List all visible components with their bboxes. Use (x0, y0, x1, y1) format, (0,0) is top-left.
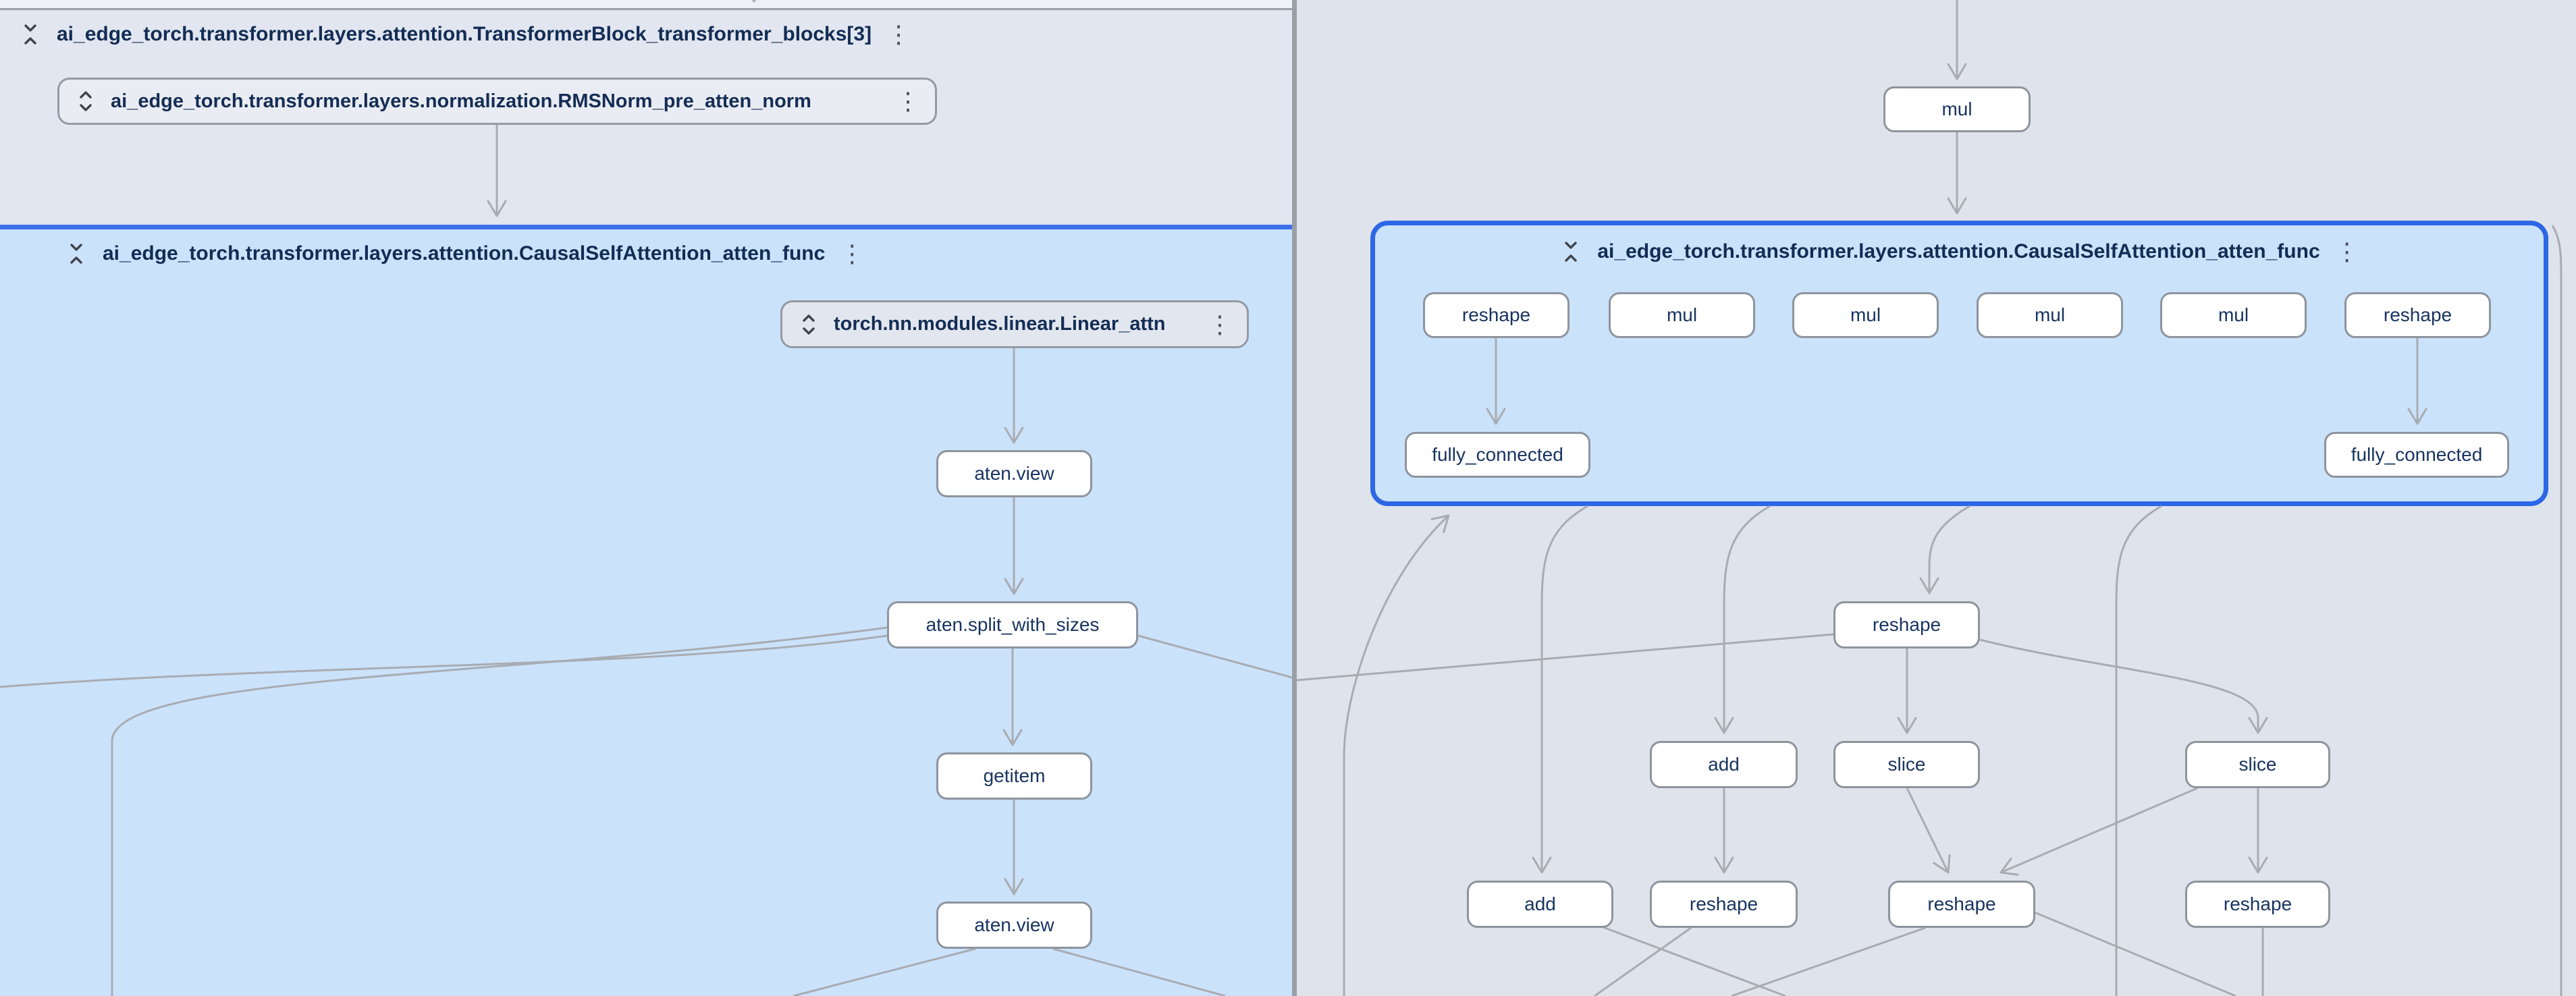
op-node-getitem[interactable]: getitem (936, 752, 1092, 800)
op-node-slice[interactable]: slice (1833, 741, 1980, 788)
expand-layer-icon[interactable] (797, 313, 820, 336)
pane-divider[interactable] (1292, 0, 1297, 996)
attention-panel-header-right: ai_edge_torch.transformer.layers.attenti… (1370, 232, 2548, 271)
more-options-icon[interactable]: ⋮ (886, 20, 911, 48)
attention-panel-header-left: ai_edge_torch.transformer.layers.attenti… (65, 234, 864, 273)
op-node-aten.view[interactable]: aten.view (936, 450, 1092, 497)
collapse-layer-icon[interactable] (1559, 240, 1582, 263)
op-node-aten.view[interactable]: aten.view (936, 902, 1092, 949)
op-node-reshape[interactable]: reshape (2185, 881, 2330, 928)
layer-node-linear-attn[interactable]: torch.nn.modules.linear.Linear_attn ⋮ (780, 300, 1249, 348)
op-node-mul[interactable]: mul (1609, 292, 1755, 338)
op-node-fully_connected[interactable]: fully_connected (2324, 432, 2509, 478)
op-node-mul[interactable]: mul (1792, 292, 1939, 338)
collapse-layer-icon[interactable] (19, 23, 42, 46)
linear-attn-label: torch.nn.modules.linear.Linear_attn (834, 313, 1166, 335)
op-node-reshape[interactable]: reshape (1833, 601, 1980, 648)
transformer-block-title: ai_edge_torch.transformer.layers.attenti… (57, 23, 872, 45)
more-options-icon[interactable]: ⋮ (2334, 238, 2359, 265)
op-node-mul[interactable]: mul (2160, 292, 2307, 338)
collapse-layer-icon[interactable] (65, 242, 88, 265)
layer-node-rmsnorm[interactable]: ai_edge_torch.transformer.layers.normali… (57, 78, 937, 125)
more-options-icon[interactable]: ⋮ (896, 87, 920, 115)
attention-panel-title-right: ai_edge_torch.transformer.layers.attenti… (1597, 240, 2320, 262)
expand-layer-icon[interactable] (74, 90, 97, 113)
more-options-icon[interactable]: ⋮ (1208, 310, 1232, 338)
op-node-fully_connected[interactable]: fully_connected (1405, 432, 1590, 478)
op-node-mul[interactable]: mul (1977, 292, 2123, 338)
more-options-icon[interactable]: ⋮ (840, 240, 865, 267)
transformer-block-header: ai_edge_torch.transformer.layers.attenti… (19, 15, 911, 54)
op-node-mul[interactable]: mul (1883, 86, 2031, 132)
op-node-aten.split_with_sizes[interactable]: aten.split_with_sizes (887, 601, 1138, 648)
op-node-reshape[interactable]: reshape (2344, 292, 2491, 338)
op-node-add[interactable]: add (1467, 881, 1613, 928)
op-node-reshape[interactable]: reshape (1888, 881, 2035, 928)
op-node-reshape[interactable]: reshape (1650, 881, 1798, 928)
rmsnorm-label: ai_edge_torch.transformer.layers.normali… (111, 90, 811, 112)
op-node-add[interactable]: add (1650, 741, 1798, 788)
attention-panel-title-left: ai_edge_torch.transformer.layers.attenti… (103, 242, 826, 265)
op-node-slice[interactable]: slice (2185, 741, 2330, 788)
left-pane-top-strip (0, 0, 1292, 8)
op-node-reshape[interactable]: reshape (1423, 292, 1569, 338)
